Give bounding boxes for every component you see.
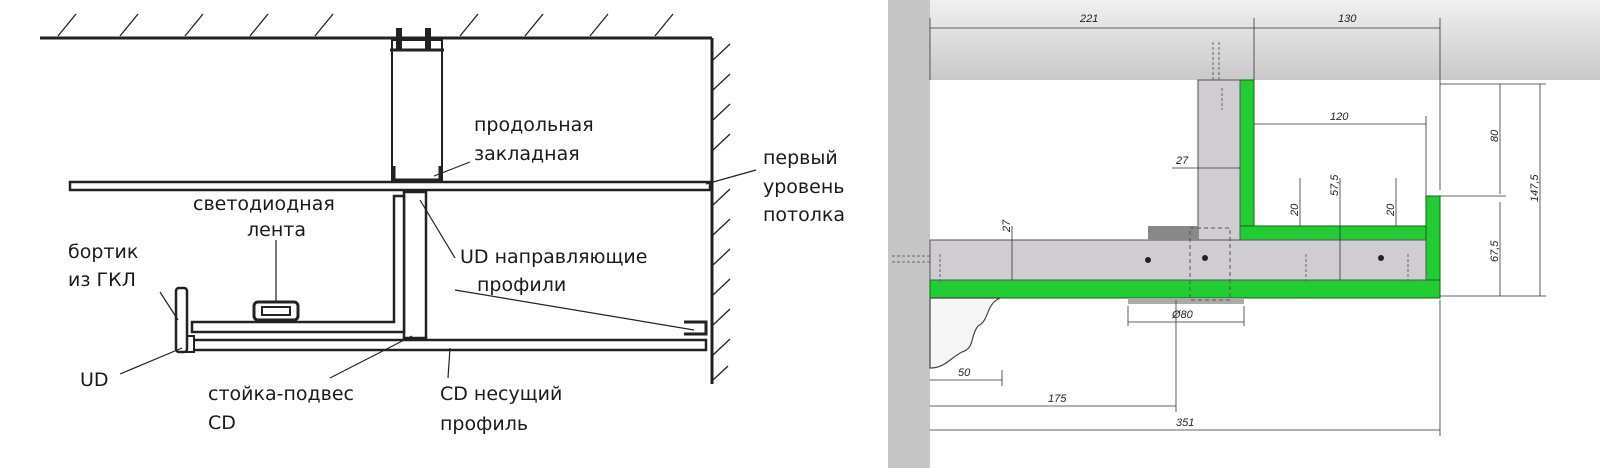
fastener-dots (1145, 255, 1384, 263)
dim-50: 50 (958, 367, 971, 379)
label-hanger-2: CD (208, 412, 236, 434)
dashed-fasteners (892, 42, 1409, 282)
label-led-2: лента (247, 219, 306, 241)
label-hanger-1: стойка-подвес (208, 383, 354, 405)
ceiling-slab (930, 0, 1600, 80)
left-ceiling-scheme: продольная закладная первый уровень пото… (40, 13, 845, 435)
label-gkl-1: бортик (68, 241, 138, 263)
gray-embed (1197, 79, 1241, 241)
first-level-board (68, 180, 712, 192)
dim-20-b: 20 (1385, 203, 1397, 217)
ud-guide-wall (684, 320, 708, 336)
dim-175: 175 (1048, 393, 1067, 405)
label-longitudinal-2: закладная (474, 143, 580, 165)
label-cd-2: профиль (440, 413, 528, 435)
gray-profile (929, 239, 1427, 281)
dim-147-5: 147,5 (1529, 174, 1541, 202)
led-housing (1148, 226, 1198, 240)
label-first-level-3: потолка (763, 204, 845, 226)
dim-20-a: 20 (1289, 203, 1301, 217)
lamp (1128, 298, 1244, 304)
dim-351: 351 (1176, 417, 1194, 429)
embed-bolt-right (425, 28, 431, 50)
label-ud: UD (80, 369, 109, 391)
pointer-lines (119, 161, 757, 379)
green-gkl-profile (929, 79, 1441, 299)
dim-67-5: 67,5 (1489, 240, 1501, 262)
label-led-1: светодиодная (193, 193, 335, 215)
ud-lower-profile (190, 194, 406, 334)
embed-bolt-left (396, 28, 402, 50)
dimension-lines (929, 18, 1546, 436)
label-ud-guides-1: UD направляющие (460, 246, 647, 268)
label-ud-guides-2: профили (477, 274, 566, 296)
label-cd-1: CD несущий (440, 383, 562, 405)
left-wall (888, 0, 930, 468)
dim-phi80: Ø80 (1171, 309, 1194, 321)
label-first-level-2: уровень (763, 176, 844, 198)
dim-120: 120 (1330, 111, 1349, 123)
dim-57-5: 57,5 (1329, 174, 1341, 196)
right-dimension-drawing: 221 130 120 80 147,5 27 57,5 20 20 67,5 … (888, 0, 1600, 468)
cornice (929, 297, 1001, 369)
label-longitudinal-1: продольная (474, 114, 594, 136)
longitudinal-embed (391, 39, 443, 181)
cd-carrying-profile (186, 338, 708, 352)
ceiling-hatching (57, 13, 674, 37)
dim-130: 130 (1338, 13, 1357, 25)
gkl-border (174, 286, 189, 354)
dim-221: 221 (1079, 13, 1098, 25)
label-gkl-2: из ГКЛ (68, 269, 136, 291)
wall-hatching (712, 43, 731, 381)
hanger-cd (402, 190, 428, 340)
dim-27-left: 27 (1001, 219, 1013, 233)
dim-80: 80 (1489, 129, 1501, 142)
dim-27-top: 27 (1175, 155, 1189, 167)
label-first-level-1: первый (763, 147, 838, 169)
